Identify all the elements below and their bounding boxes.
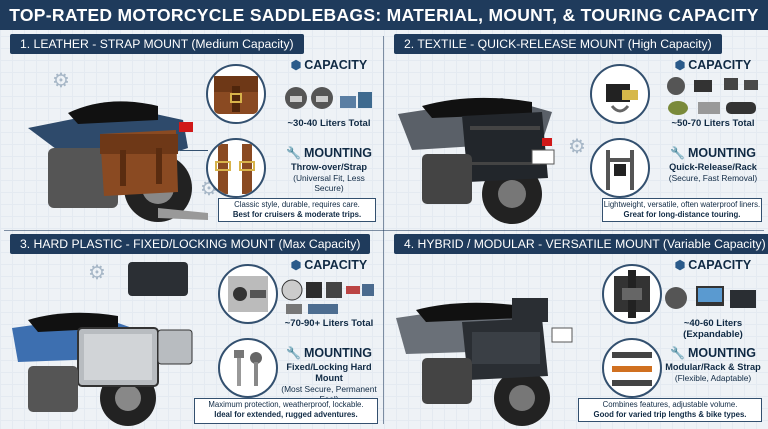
capacity-box-icon: ⬢ [674, 58, 686, 72]
mounting-title: MOUNTING [687, 346, 756, 360]
rack-closeup [590, 138, 650, 198]
leather-bag-closeup [206, 64, 266, 124]
caption-line-1: Combines features, adjustable volume. [602, 400, 738, 409]
mounting-detail: (Flexible, Adaptable) [674, 373, 752, 383]
caption-line-2: Good for varied trip lengths & bike type… [593, 410, 747, 419]
textile-saddlebag [462, 112, 548, 182]
bolt-icon [234, 350, 244, 386]
rack-strap-closeup [602, 338, 662, 398]
mounting-detail: (Universal Fit, Less Secure) [293, 173, 365, 193]
motorcycle-hybrid-illustration [396, 298, 573, 426]
strap-closeup [206, 138, 266, 198]
mounting-type: Quick-Release/Rack [669, 162, 757, 172]
mounting-title: MOUNTING [303, 346, 372, 360]
capacity-value: ~30-40 Liters Total [287, 118, 371, 129]
buckle-closeup [602, 264, 662, 324]
capacity-section: ⬢CAPACITY ~70-90+ Liters Total [280, 258, 378, 329]
panel-heading: 1. LEATHER - STRAP MOUNT (Medium Capacit… [10, 34, 304, 54]
panel-caption: Lightweight, versatile, often waterproof… [602, 198, 762, 222]
panel-heading: 3. HARD PLASTIC - FIXED/LOCKING MOUNT (M… [10, 234, 371, 254]
capacity-items [280, 274, 378, 318]
connector-line [180, 150, 208, 151]
capacity-title: CAPACITY [304, 258, 368, 272]
gear-icon: ⚙ [52, 70, 70, 92]
quick-release-closeup [590, 64, 650, 124]
panel-hybrid: 4. HYBRID / MODULAR - VERSATILE MOUNT (V… [388, 234, 768, 428]
panel-hard-plastic: 3. HARD PLASTIC - FIXED/LOCKING MOUNT (M… [4, 234, 380, 428]
mounting-detail: (Secure, Fast Removal) [668, 173, 758, 183]
lock-closeup [218, 264, 278, 324]
capacity-box-icon: ⬢ [674, 258, 686, 272]
mounting-section: 🔧MOUNTING Fixed/Locking Hard Mount (Most… [280, 346, 378, 404]
caption-line-2: Ideal for extended, rugged adventures. [214, 410, 358, 419]
wrench-icon: 🔧 [669, 346, 685, 360]
capacity-value: ~70-90+ Liters Total [284, 318, 374, 329]
caption-line-1: Lightweight, versatile, often waterproof… [603, 200, 761, 209]
panel-caption: Classic style, durable, requires care. B… [218, 198, 376, 222]
mounting-type: Modular/Rack & Strap [665, 362, 761, 372]
mounting-section: 🔧MOUNTING Quick-Release/Rack (Secure, Fa… [664, 146, 762, 183]
bolt-closeup [218, 338, 278, 398]
capacity-section: ⬢CAPACITY ~40-60 Liters (Expandable) [664, 258, 762, 340]
key-icon [250, 352, 262, 386]
motorcycle-leather-illustration [28, 101, 208, 222]
panel-textile: 2. TEXTILE - QUICK-RELEASE MOUNT (High C… [388, 34, 764, 228]
capacity-value: ~50-70 Liters Total [671, 118, 755, 129]
caption-line-1: Maximum protection, weatherproof, lockab… [208, 400, 364, 409]
panel-caption: Maximum protection, weatherproof, lockab… [194, 398, 378, 424]
gear-icon: ⚙ [568, 136, 586, 158]
panel-caption: Combines features, adjustable volume. Go… [578, 398, 762, 422]
capacity-section: ⬢CAPACITY ~30-40 Liters Total [280, 58, 378, 129]
wrench-icon: 🔧 [285, 346, 301, 360]
panel-heading: 4. HYBRID / MODULAR - VERSATILE MOUNT (V… [394, 234, 768, 254]
motorcycle-textile-illustration [398, 97, 555, 224]
wrench-icon: 🔧 [285, 146, 301, 160]
mounting-section: 🔧MOUNTING Throw-over/Strap (Universal Fi… [280, 146, 378, 193]
page-title: TOP-RATED MOTORCYCLE SADDLEBAGS: MATERIA… [9, 4, 759, 25]
mounting-title: MOUNTING [303, 146, 372, 160]
helmet-icon [311, 87, 333, 109]
capacity-section: ⬢CAPACITY ~50-70 Liters Total [664, 58, 762, 129]
capacity-box-icon: ⬢ [290, 258, 302, 272]
capacity-items [664, 274, 762, 318]
capacity-value: ~40-60 Liters (Expandable) [683, 318, 743, 340]
caption-line-2: Great for long-distance touring. [623, 210, 741, 219]
panel-leather: 1. LEATHER - STRAP MOUNT (Medium Capacit… [4, 34, 380, 228]
caption-line-1: Classic style, durable, requires care. [234, 200, 360, 209]
capacity-title: CAPACITY [688, 258, 752, 272]
mounting-section: 🔧MOUNTING Modular/Rack & Strap (Flexible… [664, 346, 762, 383]
panel-heading: 2. TEXTILE - QUICK-RELEASE MOUNT (High C… [394, 34, 722, 54]
capacity-title: CAPACITY [304, 58, 368, 72]
title-bar: TOP-RATED MOTORCYCLE SADDLEBAGS: MATERIA… [0, 0, 768, 30]
caption-line-2: Best for cruisers & moderate trips. [232, 210, 362, 219]
helmet-icon [285, 87, 307, 109]
mounting-type: Throw-over/Strap [290, 162, 368, 172]
top-case [128, 262, 188, 296]
capacity-items [280, 74, 378, 118]
gear-icon: ⚙ [88, 262, 106, 284]
horizontal-divider [4, 230, 764, 231]
motorcycle-hard-case-illustration [12, 262, 193, 426]
mounting-title: MOUNTING [687, 146, 756, 160]
mounting-type: Fixed/Locking Hard Mount [286, 362, 372, 383]
capacity-title: CAPACITY [688, 58, 752, 72]
capacity-items [664, 74, 762, 118]
wrench-icon: 🔧 [669, 146, 685, 160]
capacity-box-icon: ⬢ [290, 58, 302, 72]
